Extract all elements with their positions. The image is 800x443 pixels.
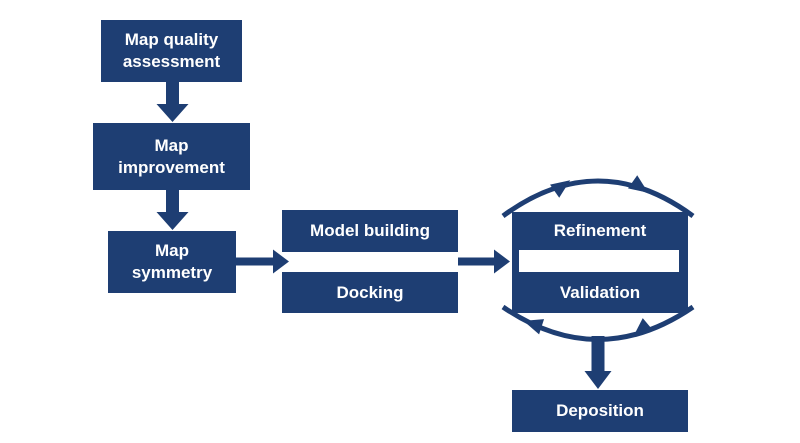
arrow-cycle-to-deposition: [584, 336, 612, 389]
cycle-arrowhead-top-right: [628, 175, 649, 193]
node-label-map-quality-assessment: Map quality assessment: [122, 30, 221, 71]
node-validation: Validation: [512, 272, 688, 313]
node-label-docking: Docking: [336, 282, 404, 302]
node-docking: Docking: [282, 272, 458, 313]
node-deposition: Deposition: [512, 390, 688, 432]
node-map-quality-assessment: Map quality assessment: [101, 20, 242, 82]
node-label-map-improvement: Map improvement: [118, 135, 225, 177]
arrow-modeling-to-refinement: [458, 249, 510, 274]
node-refinement-validation: Refinement Validation: [512, 212, 688, 313]
cycle-arrowhead-bottom-right: [633, 318, 654, 337]
arrow-improvement-to-symmetry: [156, 190, 189, 230]
node-refinement: Refinement: [512, 212, 688, 250]
node-label-deposition: Deposition: [556, 401, 644, 421]
cycle-arrowhead-bottom-left: [523, 319, 545, 335]
arrow-quality-to-improvement: [156, 82, 189, 122]
refinement-validation-divider: [519, 250, 679, 272]
node-label-map-symmetry: Map symmetry: [131, 241, 213, 282]
arrow-symmetry-to-modeling: [236, 249, 289, 274]
cycle-arrowhead-top-left: [550, 180, 571, 198]
node-label-refinement: Refinement: [553, 221, 647, 241]
node-map-symmetry: Map symmetry: [108, 231, 236, 293]
node-label-validation: Validation: [559, 282, 641, 302]
node-model-building: Model building: [282, 210, 458, 252]
cycle-arc-top: [501, 178, 695, 219]
node-label-model-building: Model building: [310, 221, 430, 241]
node-map-improvement: Map improvement: [93, 123, 250, 190]
